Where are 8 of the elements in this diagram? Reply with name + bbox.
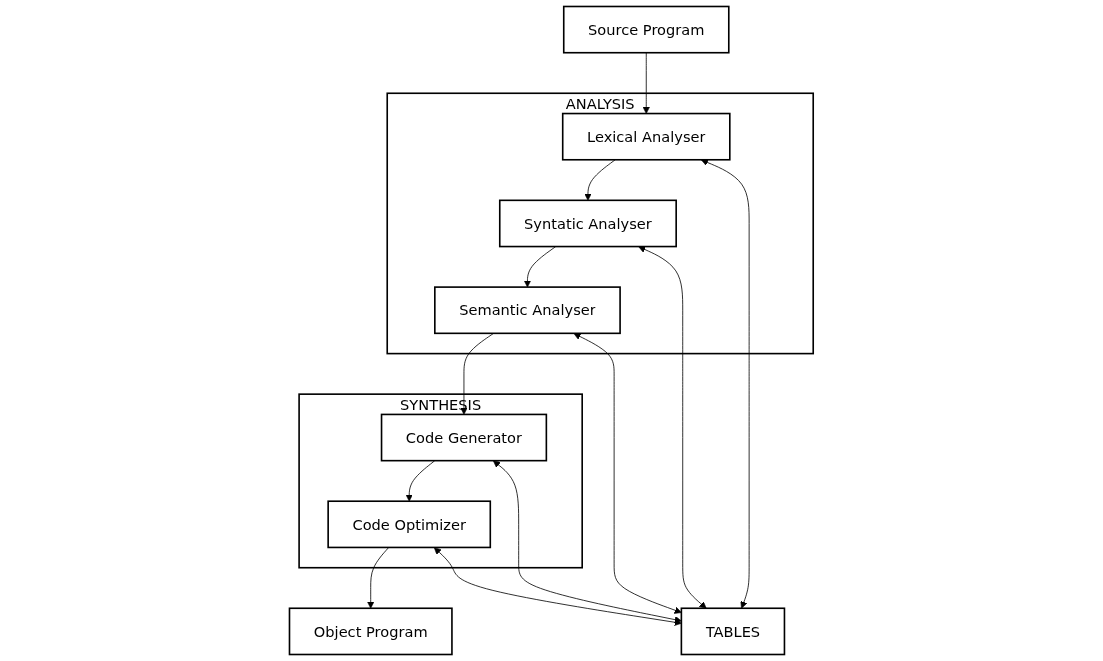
- node-box: Source Program: [563, 5, 730, 54]
- node-box: Object Program: [288, 607, 453, 656]
- node-box: Code Optimizer: [327, 500, 492, 549]
- node-box: Lexical Analyser: [562, 112, 731, 161]
- node-box: Code Generator: [380, 413, 548, 462]
- node-box: TABLES: [680, 607, 786, 656]
- node-box: Syntatic Analyser: [499, 199, 678, 248]
- node-box: Semantic Analyser: [434, 286, 622, 335]
